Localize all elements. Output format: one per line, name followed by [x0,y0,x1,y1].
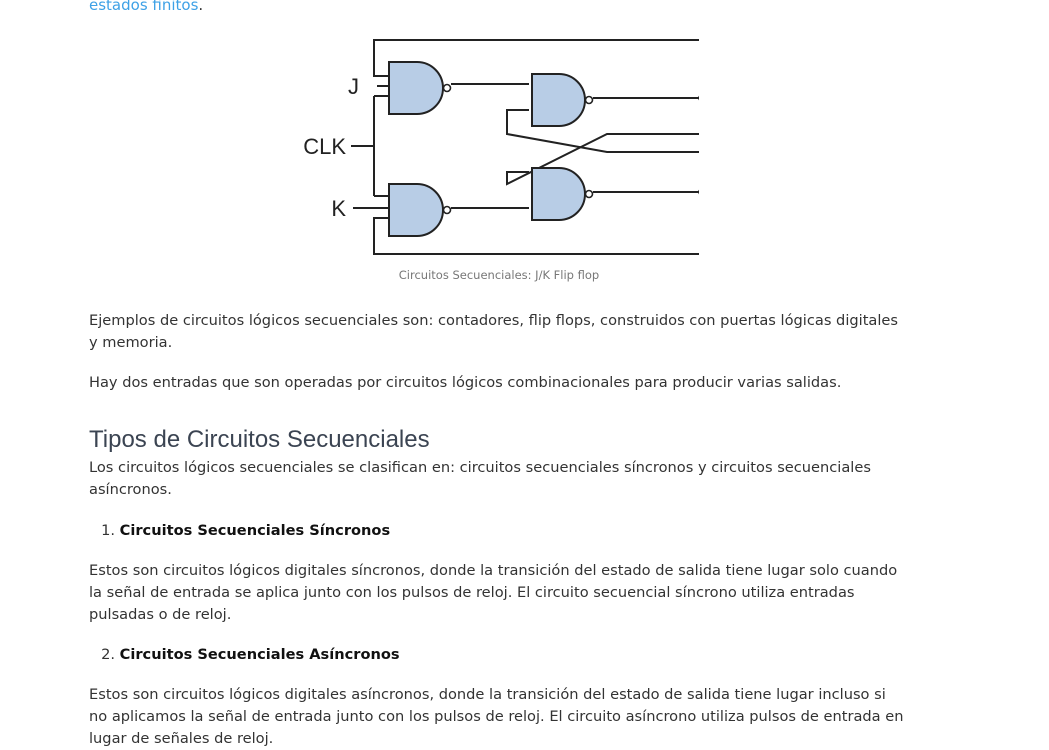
estados-finitos-link[interactable]: estados finitos [89,0,199,14]
nand-gate-k [388,183,444,237]
jk-flip-flop-diagram: J CLK K Q Q [289,34,775,259]
junction-dots [698,95,739,195]
list-item-title: Circuitos Secuenciales Síncronos [119,522,391,539]
paragraph-inputs: Hay dos entradas que son operadas por ci… [89,374,842,391]
section-intro: Los circuitos lógicos secuenciales se cl… [89,459,871,498]
list-item-title: Circuitos Secuenciales Asíncronos [119,646,400,663]
list-number: 1. [101,522,115,539]
nand-gate-q [531,73,586,127]
inversion-bubbles [442,83,594,215]
paragraph-sincronos: Estos son circuitos lógicos digitales sí… [89,562,898,623]
label-k: K [331,196,346,221]
label-clk: CLK [303,134,346,159]
nand-gate-qbar [531,167,586,221]
intro-trailing: . [198,0,204,14]
label-j: J [348,74,359,99]
section-heading: Tipos de Circuitos Secuenciales [89,426,430,453]
list-item-asincronos: 2. Circuitos Secuenciales Asíncronos [89,644,400,666]
intro-line: estados finitos. [89,0,203,16]
paragraph-examples: Ejemplos de circuitos lógicos secuencial… [89,312,898,351]
nand-gates [388,61,586,237]
list-item-sincronos: 1. Circuitos Secuenciales Síncronos [89,520,390,542]
jk-flip-flop-svg: J CLK K Q Q [303,39,775,255]
list-number: 2. [101,646,115,663]
nand-gate-j [388,61,444,115]
figure-caption: Circuitos Secuenciales: J/K Flip flop [398,268,600,282]
paragraph-asincronos: Estos son circuitos lógicos digitales as… [89,686,904,747]
